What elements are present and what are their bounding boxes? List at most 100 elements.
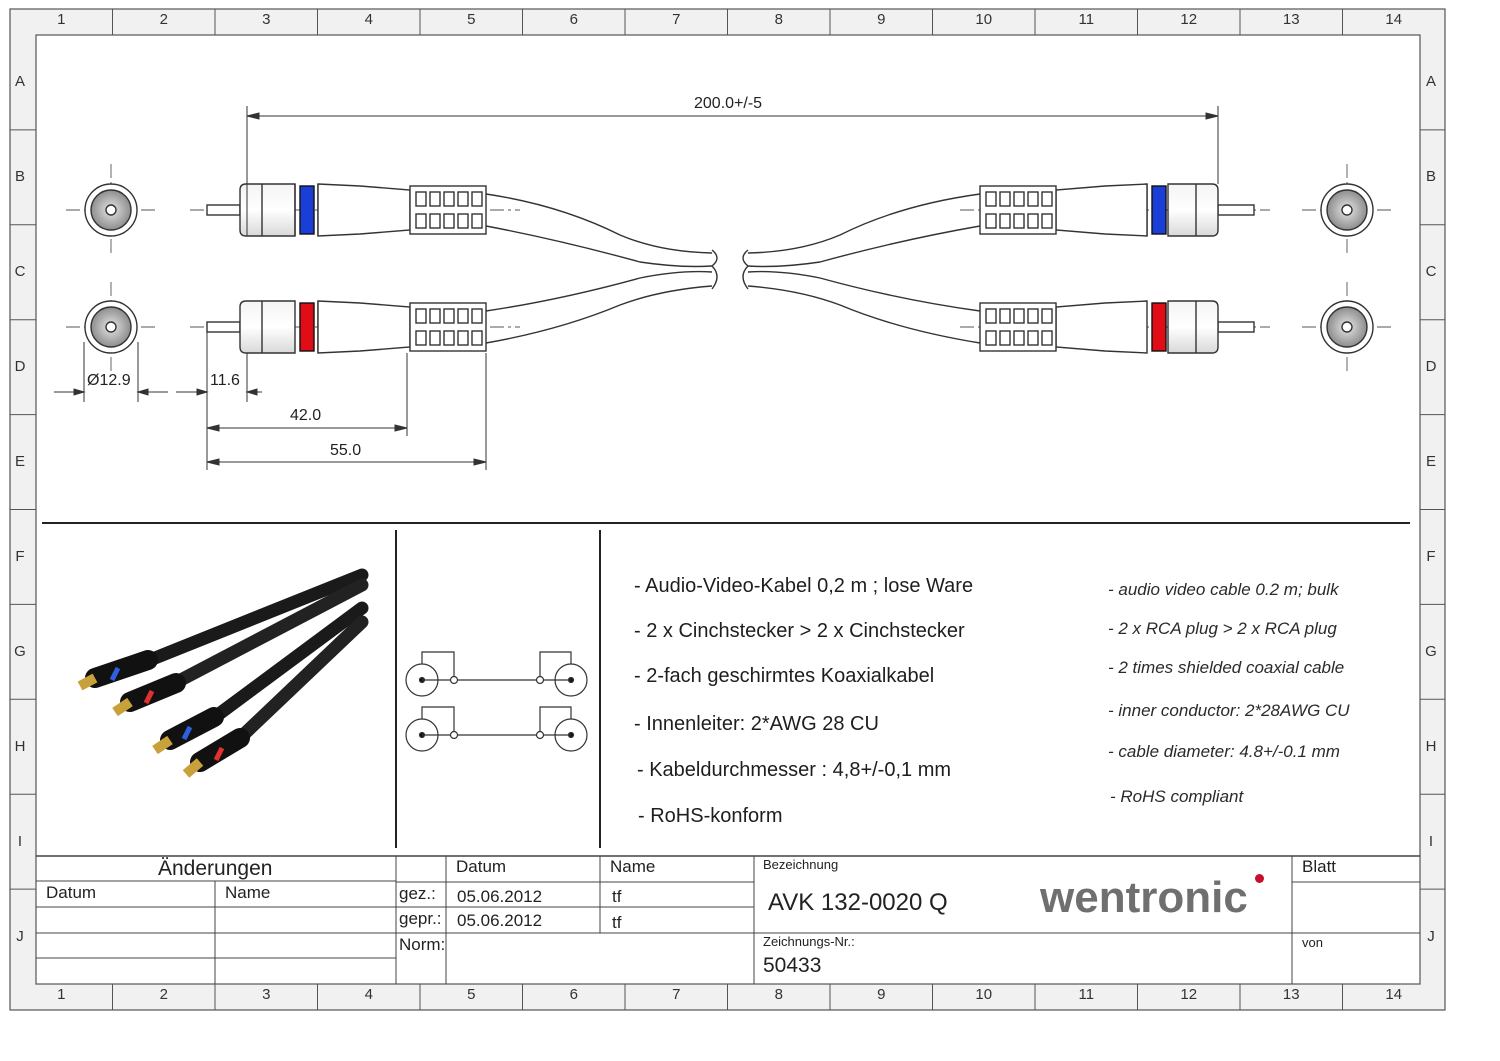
cable-drawing: [54, 106, 1392, 470]
wiring-schematic: [405, 651, 588, 752]
dimension-pin: 11.6: [210, 372, 240, 389]
desc-en-line: - audio video cable 0.2 m; bulk: [1108, 580, 1339, 599]
frame-grid-label: 11: [1078, 986, 1095, 1003]
frame-grid-label: I: [1428, 832, 1434, 850]
desc-en-line: - 2 x RCA plug > 2 x RCA plug: [1108, 619, 1337, 638]
frame-grid-label: J: [16, 927, 24, 945]
frame-grid-label: 10: [975, 986, 993, 1003]
frame-grid-label: I: [17, 832, 23, 850]
desc-de-line: - Audio-Video-Kabel 0,2 m ; lose Ware: [634, 575, 974, 597]
end-view-left-bottom: [84, 300, 138, 354]
desc-en-line: - inner conductor: 2*28AWG CU: [1108, 701, 1350, 720]
title-block: [36, 855, 1420, 984]
desc-de-line: - Innenleiter: 2*AWG 28 CU: [634, 713, 879, 735]
datum-header: Datum: [456, 857, 507, 876]
gepr-name: tf: [612, 913, 622, 932]
frame-grid-label: D: [14, 358, 26, 376]
frame-grid-label: 12: [1180, 11, 1198, 28]
frame-grid-label: F: [15, 547, 25, 565]
frame-grid-label: 6: [569, 986, 578, 1003]
dimension-diameter: Ø12.9: [87, 372, 131, 389]
frame-grid-label: G: [14, 642, 26, 660]
changes-datum-label: Datum: [46, 883, 97, 902]
dimension-lines: [54, 106, 1219, 470]
gez-label: gez.:: [399, 884, 436, 903]
frame-grid-label: 7: [672, 11, 681, 28]
rca-plug-right-top: [979, 183, 1255, 237]
frame-grid-label: D: [1425, 358, 1437, 376]
desc-de-line: - 2 x Cinchstecker > 2 x Cinchstecker: [634, 620, 965, 642]
frame-grid-label: A: [14, 73, 26, 91]
frame-grid-label: B: [1425, 168, 1437, 186]
frame-grid-label: H: [1425, 737, 1437, 755]
frame-grid-label: 5: [467, 11, 476, 28]
gepr-date: 05.06.2012: [457, 911, 543, 930]
product-designation: AVK 132-0020 Q: [768, 889, 948, 916]
frame-grid-label: 12: [1180, 986, 1198, 1003]
changes-header: Änderungen: [158, 857, 273, 880]
frame-grid-label: 3: [262, 986, 271, 1003]
frame-grid-label: 8: [774, 986, 783, 1003]
frame-grid-label: 9: [877, 11, 886, 28]
frame-grid-label: 13: [1282, 986, 1300, 1003]
frame-grid-label: 8: [774, 11, 783, 28]
desc-de-line: - Kabeldurchmesser : 4,8+/-0,1 mm: [637, 759, 952, 781]
frame-grid-label: 6: [569, 11, 578, 28]
frame-grid-label: 4: [364, 986, 373, 1003]
product-photo: [77, 568, 369, 778]
desc-de-line: - RoHS-konform: [638, 805, 783, 827]
frame-grid-label: 14: [1385, 986, 1403, 1003]
norm-label: Norm:: [399, 935, 446, 954]
frame-grid-label: 5: [467, 986, 476, 1003]
frame-grid-label: A: [1425, 73, 1437, 91]
cable-left: [485, 193, 718, 344]
frame-grid-label: 3: [262, 11, 271, 28]
desc-de-line: - 2-fach geschirmtes Koaxialkabel: [634, 665, 935, 687]
frame-grid-label: G: [1425, 642, 1437, 660]
frame-grid-label: 1: [57, 11, 66, 28]
frame-grid-label: B: [14, 168, 26, 186]
end-view-right-bottom: [1320, 300, 1374, 354]
desc-en-line: - RoHS compliant: [1110, 787, 1244, 806]
rca-plug-left-bottom: [206, 300, 487, 354]
frame-grid-label: J: [1427, 927, 1435, 945]
gez-date: 05.06.2012: [457, 887, 543, 906]
frame-grid-label: C: [1425, 263, 1437, 281]
drawing-number: 50433: [763, 954, 822, 977]
rca-plug-left-top: [206, 183, 487, 237]
dimension-length: 200.0+/-5: [694, 95, 763, 112]
frame-grid-label: 11: [1078, 11, 1095, 28]
bezeichnung-label: Bezeichnung: [763, 857, 839, 872]
frame-grid-label: C: [14, 263, 26, 281]
gez-name: tf: [612, 887, 622, 906]
rca-plug-right-bottom: [979, 300, 1255, 354]
name-header: Name: [610, 857, 656, 876]
frame-grid-label: 9: [877, 986, 886, 1003]
end-view-right-top: [1320, 183, 1374, 237]
brand-logo-dot: [1255, 874, 1264, 883]
frame-grid-label: E: [14, 453, 26, 471]
frame-grid-ticks: [10, 9, 1445, 1010]
dimension-plug-body: 42.0: [290, 407, 322, 424]
frame-grid-label: 7: [672, 986, 681, 1003]
gepr-label: gepr.:: [399, 909, 442, 928]
frame-grid-label: 1: [57, 986, 66, 1003]
frame-grid-label: 13: [1282, 11, 1300, 28]
dimension-plug-total: 55.0: [330, 442, 362, 459]
grip-ribs: [415, 191, 483, 229]
frame-grid-label: H: [14, 737, 26, 755]
von-label: von: [1302, 935, 1323, 950]
frame-grid-label: 4: [364, 11, 373, 28]
desc-en-line: - 2 times shielded coaxial cable: [1108, 658, 1345, 677]
desc-en-line: - cable diameter: 4.8+/-0.1 mm: [1108, 742, 1340, 761]
changes-name-label: Name: [225, 883, 271, 902]
frame-grid-label: 10: [975, 11, 993, 28]
cable-right: [742, 193, 981, 344]
blatt-label: Blatt: [1302, 857, 1337, 876]
brand-logo: wentronic: [1040, 873, 1248, 922]
inner-frame: [35, 34, 1421, 985]
frame-grid-label: E: [1425, 453, 1437, 471]
zeichnung-label: Zeichnungs-Nr.:: [763, 934, 855, 949]
frame-grid-label: 2: [159, 986, 168, 1003]
